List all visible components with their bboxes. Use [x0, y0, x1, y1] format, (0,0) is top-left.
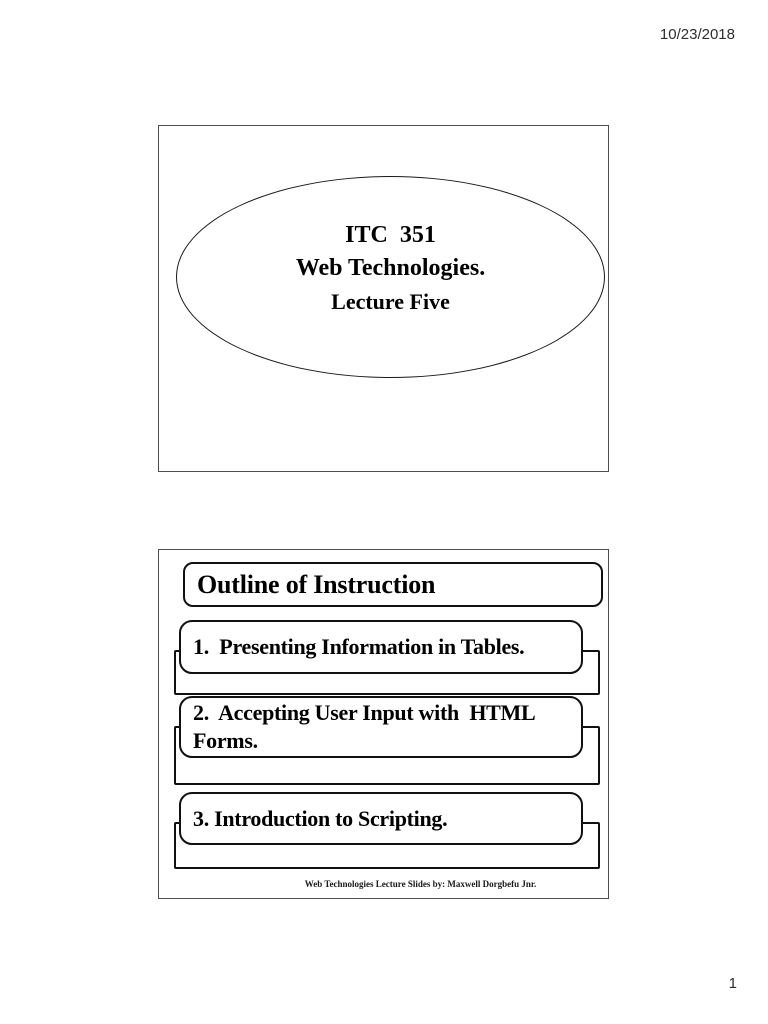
outline-item-3: 3. Introduction to Scripting.	[159, 550, 608, 898]
page-date-header: 10/23/2018	[659, 26, 735, 43]
slide-footer-credit: Web Technologies Lecture Slides by: Maxw…	[304, 879, 537, 889]
title-ellipse: ITC 351 Web Technologies. Lecture Five	[176, 176, 605, 378]
outline-item-1: 1. Presenting Information in Tables.	[159, 550, 608, 898]
slide-2: Outline of Instruction 1. Presenting Inf…	[158, 549, 609, 899]
outline-item-3-text: 3. Introduction to Scripting.	[193, 805, 448, 831]
outline-item-1-box: 1. Presenting Information in Tables.	[179, 620, 583, 674]
outline-item-2-box: 2. Accepting User Input with HTML Forms.	[179, 696, 583, 758]
outline-item-3-box: 3. Introduction to Scripting.	[179, 792, 583, 845]
page-number: 1	[728, 975, 737, 992]
outline-title-box: Outline of Instruction	[183, 562, 603, 607]
slide-1: ITC 351 Web Technologies. Lecture Five	[158, 125, 609, 472]
lecture-number-title: Lecture Five	[331, 289, 450, 314]
course-name-title: Web Technologies.	[295, 255, 486, 281]
outline-item-2: 2. Accepting User Input with HTML Forms.	[159, 550, 608, 898]
outline-item-2-text: 2. Accepting User Input with HTML Forms.	[193, 700, 540, 753]
course-code-title: ITC 351	[345, 222, 436, 248]
outline-item-1-text: 1. Presenting Information in Tables.	[193, 634, 525, 659]
outline-title: Outline of Instruction	[197, 569, 436, 599]
